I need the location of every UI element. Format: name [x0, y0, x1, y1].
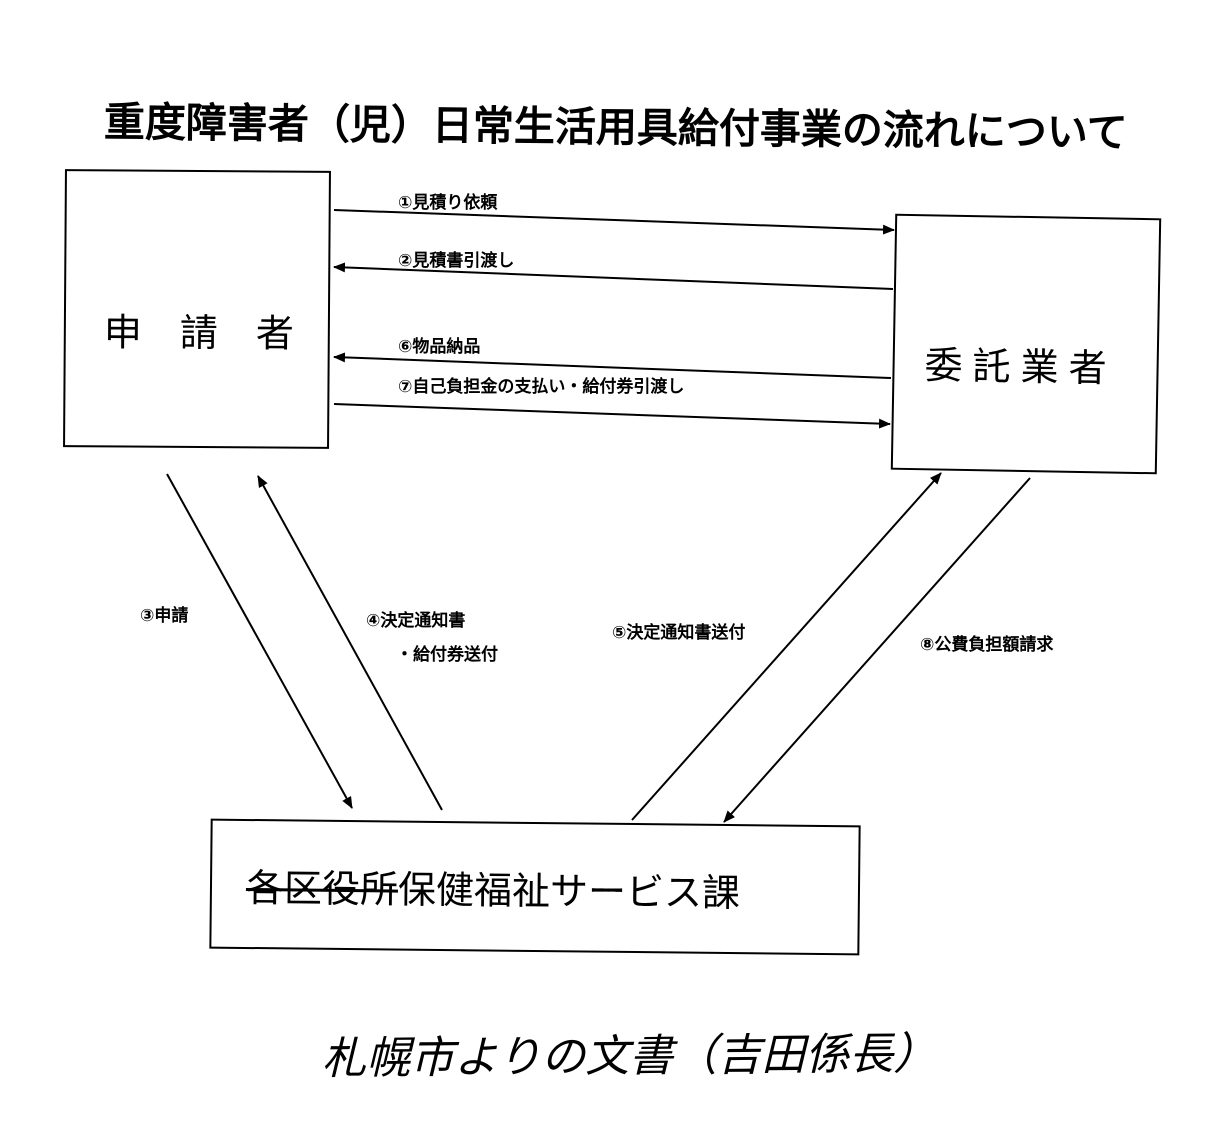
arrow-step7	[333, 403, 891, 429]
arrow-step4	[257, 475, 443, 811]
arrow-step2	[333, 262, 894, 290]
label-step4-line1: ④決定通知書	[366, 611, 466, 631]
arrow-step3	[166, 473, 353, 809]
label-step3: ③申請	[140, 606, 189, 626]
label-step8: ⑧公費負担額請求	[920, 635, 1054, 655]
handwritten-note: 札幌市よりの文書（吉田係長）	[321, 1028, 938, 1085]
arrow-step6	[333, 352, 892, 379]
label-step6: ⑥物品納品	[398, 337, 481, 357]
label-step2: ②見積書引渡し	[398, 251, 515, 271]
label-step7: ⑦自己負担金の支払い・給付券引渡し	[398, 377, 685, 397]
label-step1: ①見積り依頼	[398, 193, 498, 213]
arrow-step5	[631, 472, 942, 821]
label-step4-line2: ・給付券送付	[396, 645, 498, 665]
arrow-step8	[723, 477, 1031, 823]
label-step5: ⑤決定通知書送付	[612, 623, 746, 643]
arrow-step1	[333, 209, 895, 235]
